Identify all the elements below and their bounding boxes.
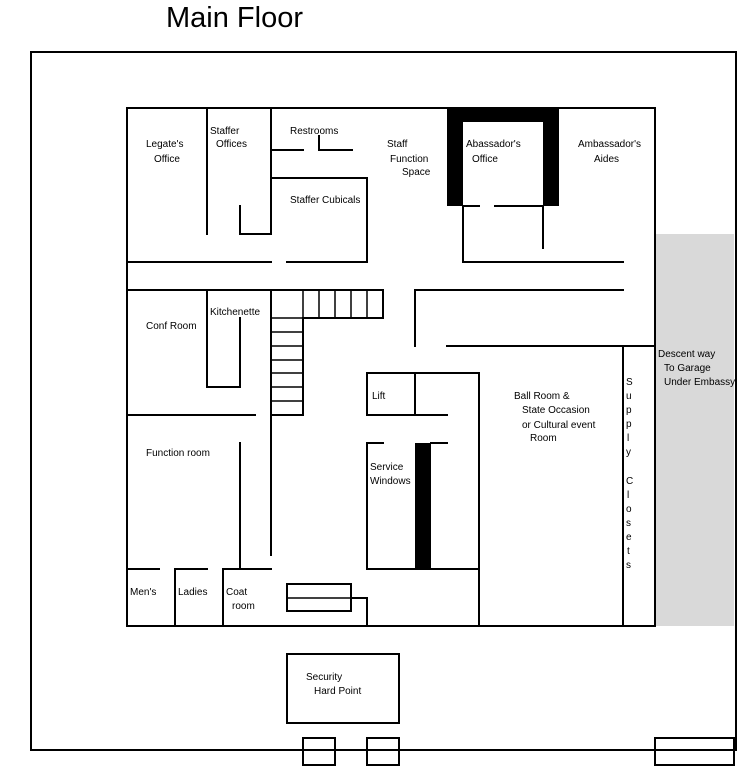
svg-text:Legate's: Legate's <box>146 139 184 150</box>
svg-text:Staffer Cubicals: Staffer Cubicals <box>290 195 360 206</box>
svg-text:Ladies: Ladies <box>178 587 207 598</box>
gates <box>302 737 735 766</box>
svg-text:l: l <box>627 490 629 501</box>
svg-text:Offices: Offices <box>216 139 247 150</box>
svg-text:s: s <box>626 518 631 529</box>
garage-ramp <box>656 234 734 626</box>
room-label-ladies: Ladies <box>178 587 207 598</box>
room-label-legates-office: Legate's Office <box>146 139 184 165</box>
svg-text:Coat: Coat <box>226 587 247 598</box>
svg-text:Security: Security <box>306 672 342 683</box>
room-label-security: Security Hard Point <box>306 672 361 697</box>
svg-text:To Garage: To Garage <box>664 363 711 374</box>
svg-text:o: o <box>626 504 632 515</box>
room-label-function-room: Function room <box>146 448 210 459</box>
svg-text:State Occasion: State Occasion <box>522 405 590 416</box>
room-label-lift: Lift <box>372 391 386 402</box>
room-label-staffer-cubicals: Staffer Cubicals <box>290 195 360 206</box>
svg-text:S: S <box>626 377 633 388</box>
svg-text:C: C <box>626 476 633 487</box>
svg-text:Lift: Lift <box>372 391 386 402</box>
svg-text:Conf Room: Conf Room <box>146 321 197 332</box>
svg-text:t: t <box>627 546 630 557</box>
entry-mat <box>286 583 352 612</box>
svg-text:Space: Space <box>402 167 431 178</box>
svg-text:or Cultural event: or Cultural event <box>522 420 596 431</box>
svg-text:Function room: Function room <box>146 448 210 459</box>
svg-text:Staffer: Staffer <box>210 126 240 137</box>
svg-text:l: l <box>627 433 629 444</box>
room-label-restrooms: Restrooms <box>290 126 338 137</box>
svg-text:Room: Room <box>530 433 557 444</box>
svg-text:Men's: Men's <box>130 587 156 598</box>
svg-text:Staff: Staff <box>387 139 408 150</box>
room-label-coat-room: Coat room <box>226 587 255 612</box>
svg-text:s: s <box>626 560 631 571</box>
svg-text:u: u <box>626 391 632 402</box>
svg-text:Function: Function <box>390 154 428 165</box>
svg-text:Hard Point: Hard Point <box>314 686 361 697</box>
svg-text:room: room <box>232 601 255 612</box>
svg-text:Ball Room &: Ball Room & <box>514 391 570 402</box>
room-label-service-windows: Service Windows <box>370 462 411 487</box>
room-label-staffer-offices: Staffer Offices <box>210 126 247 150</box>
svg-text:Service: Service <box>370 462 404 473</box>
room-label-ball-room: Ball Room & State Occasion or Cultural e… <box>514 391 596 444</box>
room-label-ambassadors-aides: Ambassador's Aides <box>578 139 641 165</box>
svg-text:y: y <box>626 447 631 458</box>
room-label-descent-way: Descent way To Garage Under Embassy <box>658 349 735 388</box>
floor-plan-title: Main Floor <box>166 2 303 34</box>
svg-text:Windows: Windows <box>370 476 411 487</box>
svg-text:Ambassador's: Ambassador's <box>578 139 641 150</box>
room-label-conf-room: Conf Room <box>146 321 197 332</box>
room-label-staff-function-space: Staff Function Space <box>387 139 431 178</box>
svg-text:p: p <box>626 419 632 430</box>
security-hard-point <box>286 653 400 724</box>
svg-text:p: p <box>626 405 632 416</box>
svg-text:Office: Office <box>472 154 498 165</box>
interior-walls <box>126 107 656 627</box>
svg-text:e: e <box>626 532 632 543</box>
svg-text:Office: Office <box>154 154 180 165</box>
room-label-abassadors-office: Abassador's Office <box>466 139 521 165</box>
room-label-mens: Men's <box>130 587 156 598</box>
staircase <box>270 289 384 416</box>
thick-walls <box>415 108 559 569</box>
svg-text:Restrooms: Restrooms <box>290 126 338 137</box>
svg-text:Under Embassy: Under Embassy <box>664 377 735 388</box>
building-outline <box>126 107 656 627</box>
room-label-kitchenette: Kitchenette <box>210 307 260 318</box>
svg-text:Abassador's: Abassador's <box>466 139 521 150</box>
svg-text:Aides: Aides <box>594 154 619 165</box>
svg-text:Kitchenette: Kitchenette <box>210 307 260 318</box>
room-label-supply-closets: S u p p l y C l o s e t s <box>626 377 633 571</box>
svg-text:Descent way: Descent way <box>658 349 715 360</box>
